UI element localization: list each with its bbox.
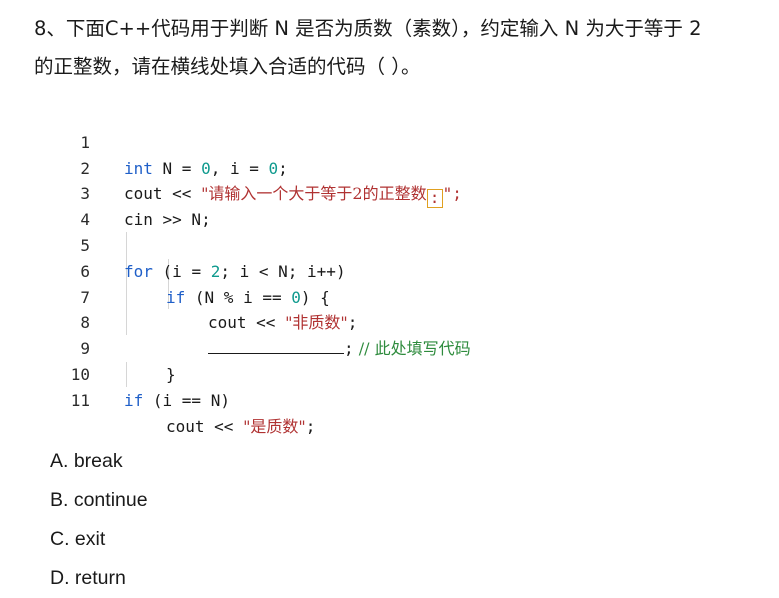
line-number: 3 xyxy=(80,184,90,204)
question-line-1: 8、下面C++代码用于判断 N 是否为质数（素数），约定输入 N 为大于等于 2 xyxy=(34,17,702,40)
indent-guide xyxy=(168,259,169,309)
code-line-8: 8 ; // 此处填写代码 xyxy=(60,285,470,358)
indent-guide xyxy=(126,232,127,335)
code-line-6: 6 if (N % i == 0) { xyxy=(60,233,329,307)
answer-options: A. break B. continue C. exit D. return xyxy=(50,442,148,598)
line-number: 4 xyxy=(80,210,90,230)
code-line-11: 11 cout << "是质数"; xyxy=(60,362,316,436)
code-line-3: 3 cin >> N; xyxy=(60,156,210,229)
line-number: 1 xyxy=(80,132,90,152)
code-line-7: 7 cout << "非质数"; xyxy=(60,259,357,333)
code-line-9: 9 } xyxy=(60,310,175,384)
line-number: 8 xyxy=(80,313,90,333)
code-line-4: 4 xyxy=(60,181,99,229)
code-block: 1 int N = 0, i = 0; 2 cout << "请输入一个大于等于… xyxy=(60,104,471,436)
option-c[interactable]: C. exit xyxy=(50,528,106,550)
code-line-10: 10 if (i == N) xyxy=(60,336,230,410)
question-line-2: 的正整数，请在横线处填入合适的代码（ ）。 xyxy=(34,55,421,78)
line-number: 2 xyxy=(80,158,90,178)
indent-guide xyxy=(126,362,127,387)
line-number: 5 xyxy=(80,235,90,255)
line-number: 9 xyxy=(80,339,90,359)
line-number: 7 xyxy=(80,287,90,307)
option-a[interactable]: A. break xyxy=(50,450,123,472)
text-cursor-box: : xyxy=(426,189,443,209)
code-line-1: 1 int N = 0, i = 0; xyxy=(60,104,287,178)
option-d[interactable]: D. return xyxy=(50,567,126,589)
line-number: 11 xyxy=(70,390,90,410)
question-text: 8、下面C++代码用于判断 N 是否为质数（素数），约定输入 N 为大于等于 2… xyxy=(34,10,754,86)
line-number: 10 xyxy=(70,364,90,384)
code-line-2: 2 cout << "请输入一个大于等于2的正整数:"; xyxy=(60,130,462,209)
code-line-5: 5 for (i = 2; i < N; i++) xyxy=(60,207,345,281)
line-number: 6 xyxy=(80,261,90,281)
fill-in-blank xyxy=(208,339,344,355)
option-b[interactable]: B. continue xyxy=(50,489,148,511)
